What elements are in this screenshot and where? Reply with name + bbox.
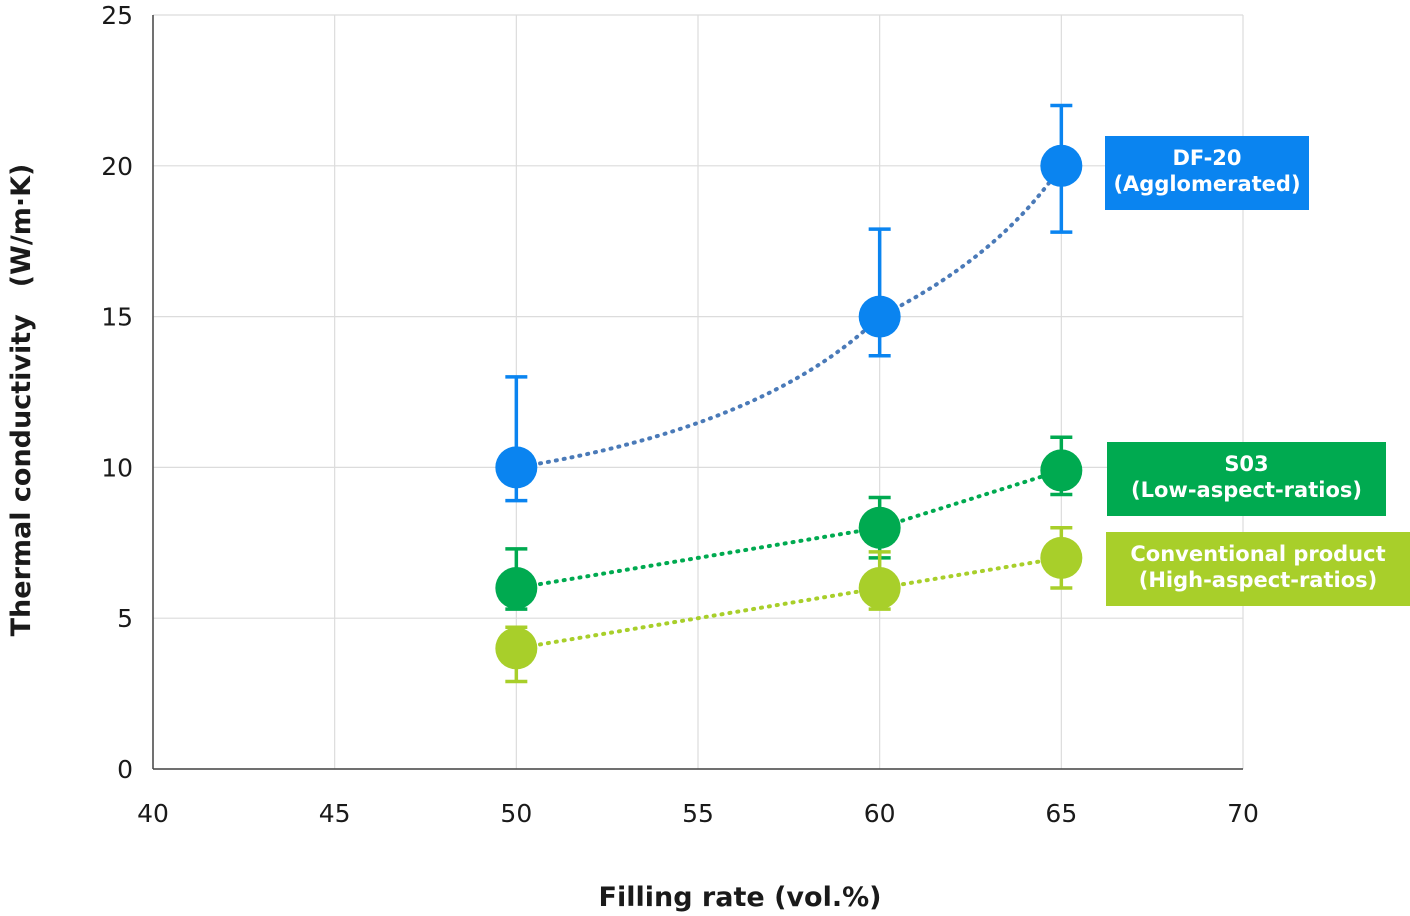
x-axis-title: Filling rate (vol.%) [599,882,882,913]
data-point [858,567,901,610]
data-point [495,446,538,489]
series-line [514,468,1064,591]
data-points [495,144,1083,670]
data-point [1040,536,1083,579]
legend-item: Conventional product(High-aspect-ratios) [1106,532,1410,606]
grid [152,14,1244,770]
legend-box [1105,136,1309,210]
y-tick-label: 15 [101,303,133,332]
data-point [495,627,538,670]
x-tick-label: 55 [682,799,714,828]
series-line [514,555,1064,651]
x-tick-label: 45 [319,799,351,828]
legend-label: S03 [1224,452,1268,476]
x-tick-labels: 40 45 50 55 60 65 70 [137,799,1259,828]
axes [152,15,1243,770]
y-tick-label: 0 [117,755,133,784]
legend-label: (Agglomerated) [1113,172,1300,196]
series-line [514,163,1064,470]
data-point [858,506,901,549]
legend-label: DF-20 [1172,146,1241,170]
data-point [858,295,901,338]
legend-box [1106,532,1410,606]
x-tick-label: 40 [137,799,169,828]
legend-item: S03(Low-aspect-ratios) [1107,442,1386,516]
y-tick-label: 25 [101,1,133,30]
x-tick-label: 60 [864,799,896,828]
legend-item: DF-20(Agglomerated) [1105,136,1309,210]
x-tick-label: 50 [500,799,532,828]
x-tick-label: 65 [1045,799,1077,828]
y-tick-label: 10 [101,453,133,482]
error-bars [505,103,1073,684]
legend-label: (Low-aspect-ratios) [1131,478,1362,502]
legend: DF-20(Agglomerated) S03(Low-aspect-ratios… [1105,136,1410,606]
series-lines [514,163,1064,651]
y-tick-labels: 0 5 10 15 20 25 [101,1,133,784]
data-point [495,567,538,610]
legend-label: (High-aspect-ratios) [1139,568,1378,592]
legend-label: Conventional product [1130,542,1385,566]
y-tick-label: 20 [101,152,133,181]
legend-box [1107,442,1386,516]
x-tick-label: 70 [1227,799,1259,828]
data-point [1040,449,1083,492]
y-tick-label: 5 [117,604,133,633]
data-point [1040,144,1083,187]
y-axis-title: Thermal conductivity (W/m·K) [6,164,37,637]
